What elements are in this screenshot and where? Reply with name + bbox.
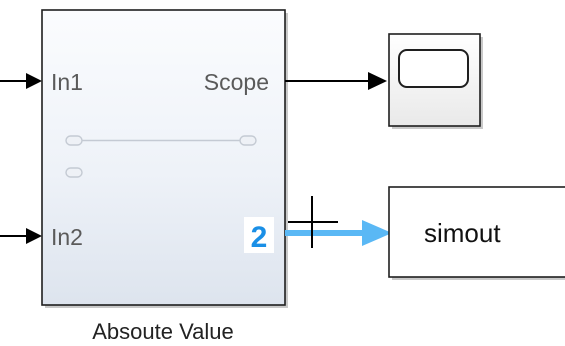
- port-number-badge: 2: [251, 221, 268, 254]
- inport-label-in1: In1: [51, 69, 83, 95]
- in2-signal-line[interactable]: [0, 228, 42, 244]
- subsystem-preview-icon: [65, 135, 257, 178]
- to-workspace-variable-label: simout: [424, 218, 501, 248]
- selected-signal-line[interactable]: [285, 220, 392, 246]
- subsystem-name[interactable]: Absoute Value: [92, 319, 233, 344]
- in1-signal-line[interactable]: [0, 73, 42, 89]
- to-workspace-block[interactable]: [388, 186, 565, 278]
- crosshair-cursor-icon: [288, 196, 338, 248]
- inport-label-in2: In2: [51, 224, 83, 250]
- outport-label-scope: Scope: [204, 69, 269, 95]
- scope-signal-line[interactable]: [285, 72, 387, 90]
- port-number-badge-bg: [244, 217, 274, 253]
- scope-display-icon: [398, 49, 469, 88]
- subsystem-block[interactable]: [41, 9, 286, 306]
